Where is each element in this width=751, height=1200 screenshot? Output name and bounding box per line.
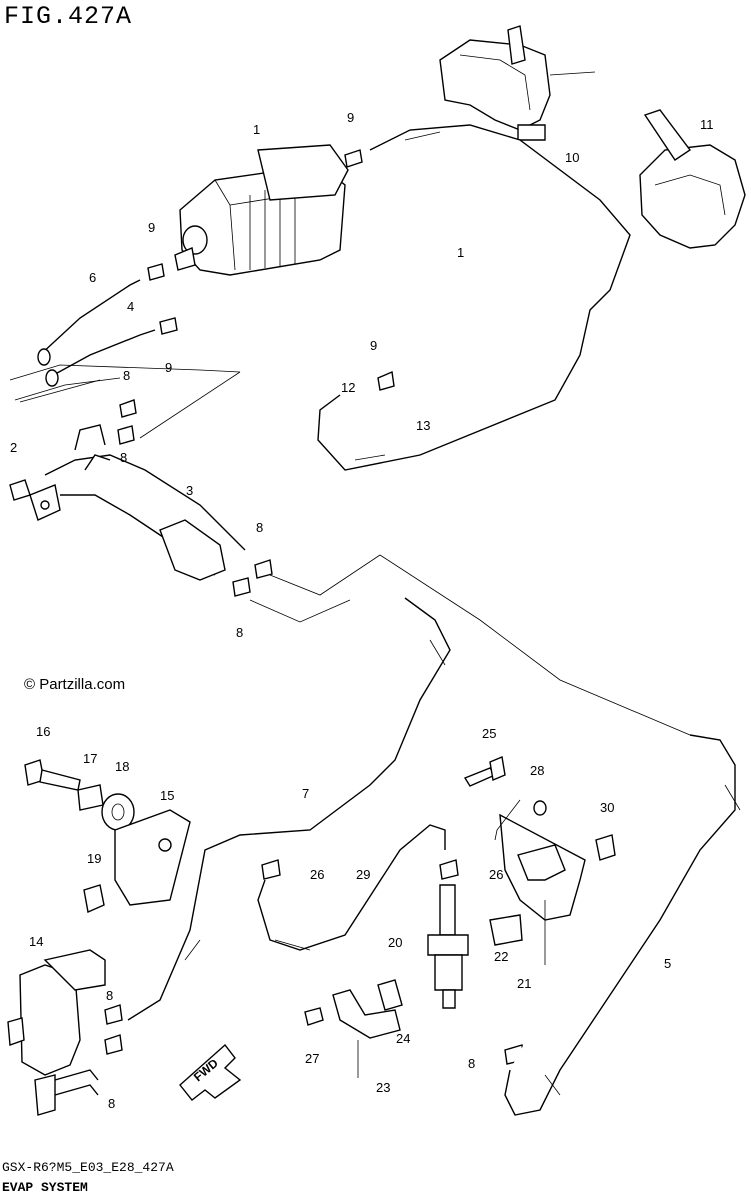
callout-29: 29 <box>356 867 370 882</box>
solenoid-14 <box>7 949 106 1116</box>
bracket-21-22 <box>489 799 586 965</box>
callout-9-d: 9 <box>370 338 377 353</box>
callout-8-f: 8 <box>108 1096 115 1111</box>
callout-19: 19 <box>87 851 101 866</box>
callout-2: 2 <box>10 440 17 455</box>
hose-5 <box>249 554 741 1116</box>
figure-name: EVAP SYSTEM <box>2 1180 88 1195</box>
callout-23: 23 <box>376 1080 390 1095</box>
callout-9-a: 9 <box>347 110 354 125</box>
callout-5: 5 <box>664 956 671 971</box>
callout-10: 10 <box>565 150 579 165</box>
callout-1-upper: 1 <box>253 122 260 137</box>
callout-7: 7 <box>302 786 309 801</box>
pipe-3 <box>9 424 246 581</box>
callout-4: 4 <box>127 299 134 314</box>
callout-8-b: 8 <box>120 450 127 465</box>
callout-27: 27 <box>305 1051 319 1066</box>
watermark: © Partzilla.com <box>24 676 126 693</box>
callout-9-c: 9 <box>165 360 172 375</box>
hoses-6-4 <box>37 279 156 387</box>
callout-8-e: 8 <box>106 988 113 1003</box>
callout-8-d: 8 <box>236 625 243 640</box>
callout-9-b: 9 <box>148 220 155 235</box>
callout-1-lower: 1 <box>457 245 464 260</box>
canister-1-upper <box>174 144 349 276</box>
callout-18: 18 <box>115 759 129 774</box>
callout-8-g: 8 <box>468 1056 475 1071</box>
callout-12: 12 <box>341 380 355 395</box>
clamp-23-24 <box>304 979 403 1078</box>
callout-6: 6 <box>89 270 96 285</box>
callout-13: 13 <box>416 418 430 433</box>
callout-24: 24 <box>396 1031 410 1046</box>
hose-29 <box>257 824 446 951</box>
clamps <box>104 149 525 1065</box>
callout-21: 21 <box>517 976 531 991</box>
callout-16: 16 <box>36 724 50 739</box>
filter-20 <box>427 884 469 1009</box>
bracket-11 <box>639 109 746 249</box>
callout-17: 17 <box>83 751 97 766</box>
upper-bracket <box>439 25 596 141</box>
callout-25: 25 <box>482 726 496 741</box>
callout-26-a: 26 <box>310 867 324 882</box>
callout-11: 11 <box>700 117 714 132</box>
callout-8-c: 8 <box>256 520 263 535</box>
callout-30: 30 <box>600 800 614 815</box>
mount-hardware <box>24 759 191 913</box>
callout-28: 28 <box>530 763 544 778</box>
callout-3: 3 <box>186 483 193 498</box>
callouts: 1 1 2 3 4 5 6 7 8 8 8 8 8 8 8 9 9 9 9 10… <box>10 110 714 1111</box>
hose-10 <box>317 124 631 471</box>
callout-8-a: 8 <box>123 368 130 383</box>
callout-22: 22 <box>494 949 508 964</box>
figure-code: GSX-R6?M5_E03_E28_427A <box>2 1160 174 1175</box>
callout-20: 20 <box>388 935 402 950</box>
small-hardware <box>463 756 616 861</box>
fwd-arrow: FWD <box>179 1043 242 1101</box>
callout-26-b: 26 <box>489 867 503 882</box>
hose-7 <box>127 597 451 1021</box>
figure-title: FIG.427A <box>4 2 133 31</box>
leader-lines-upper-left <box>9 364 241 439</box>
callout-14: 14 <box>29 934 43 949</box>
callout-15: 15 <box>160 788 174 803</box>
